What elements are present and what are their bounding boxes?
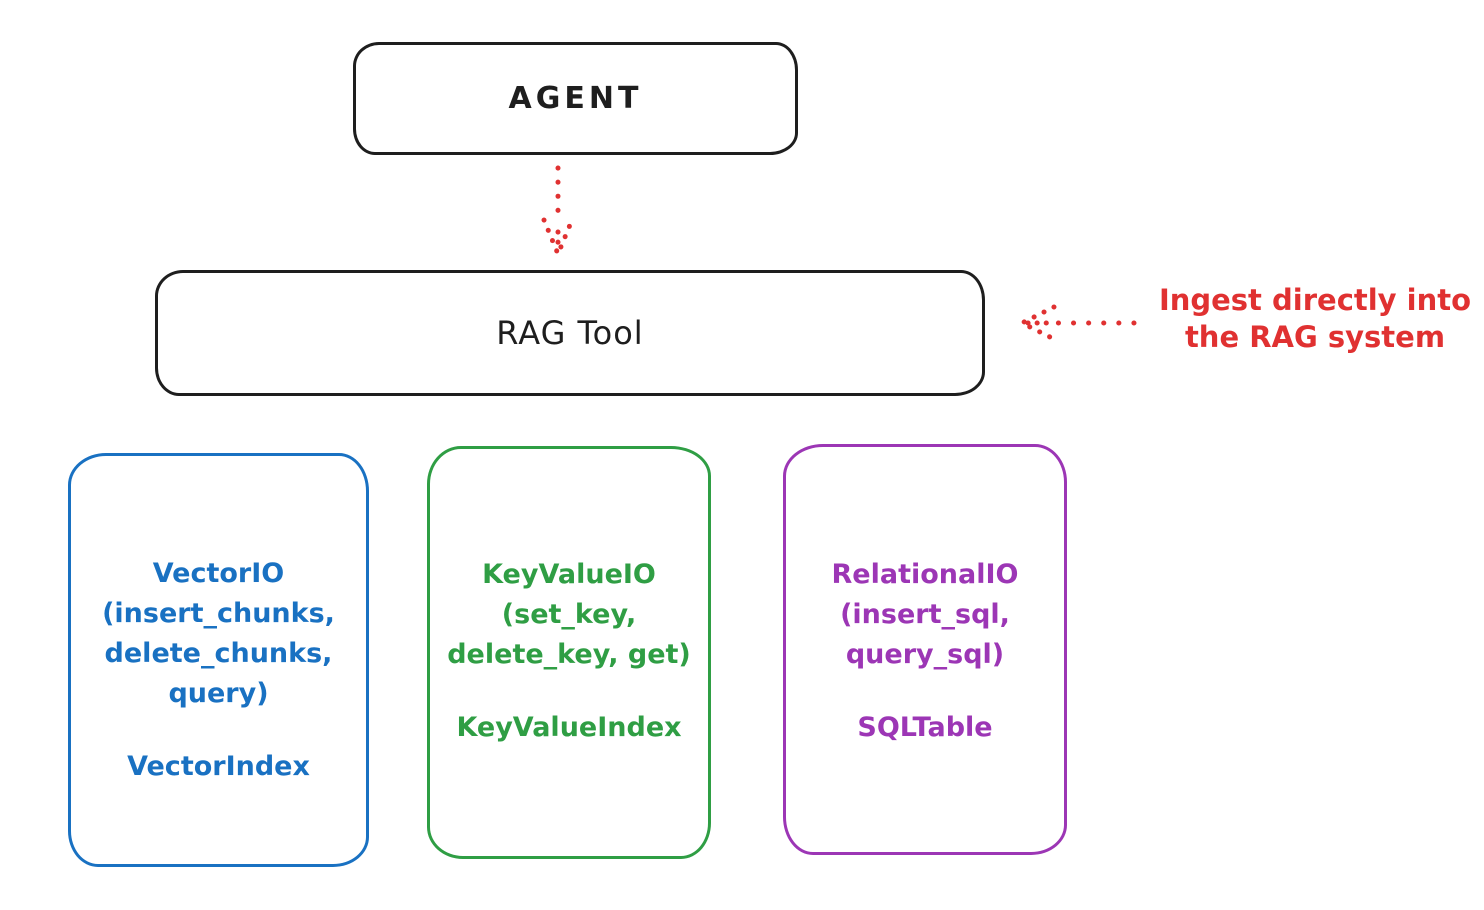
sql-table-label: SQLTable [857,712,993,743]
relational-io-node: RelationalIO (insert_sql, query_sql) SQL… [783,444,1067,855]
vector-io-line: query) [168,678,269,709]
vector-io-line: delete_chunks, [104,638,333,669]
ingest-annotation-line: Ingest directly into [1158,283,1472,317]
vector-index-label: VectorIndex [127,751,310,782]
rag-tool-node: RAG Tool [155,270,985,396]
agent-label: AGENT [508,81,643,116]
relational-io-line: query_sql) [845,639,1005,670]
vector-io-line: VectorIO [152,558,285,589]
vector-io-node: VectorIO (insert_chunks, delete_chunks, … [68,453,369,867]
key-value-io-node: KeyValueIO (set_key, delete_key, get) Ke… [427,446,711,859]
vector-io-line: (insert_chunks, [102,598,335,629]
agent-node: AGENT [353,42,798,155]
key-value-index-label: KeyValueIndex [456,712,682,743]
agent-to-rag-arrow-icon [541,165,575,257]
ingest-arrow-icon [1019,304,1137,342]
relational-io-line: RelationalIO [831,559,1019,590]
relational-io-line: (insert_sql, [840,599,1010,630]
key-value-io-line: (set_key, [501,599,637,630]
ingest-annotation: Ingest directly into the RAG system [1140,282,1484,356]
ingest-annotation-line: the RAG system [1184,320,1446,354]
key-value-io-line: delete_key, get) [447,639,691,670]
rag-tool-label: RAG Tool [496,314,644,352]
key-value-io-line: KeyValueIO [482,559,656,590]
